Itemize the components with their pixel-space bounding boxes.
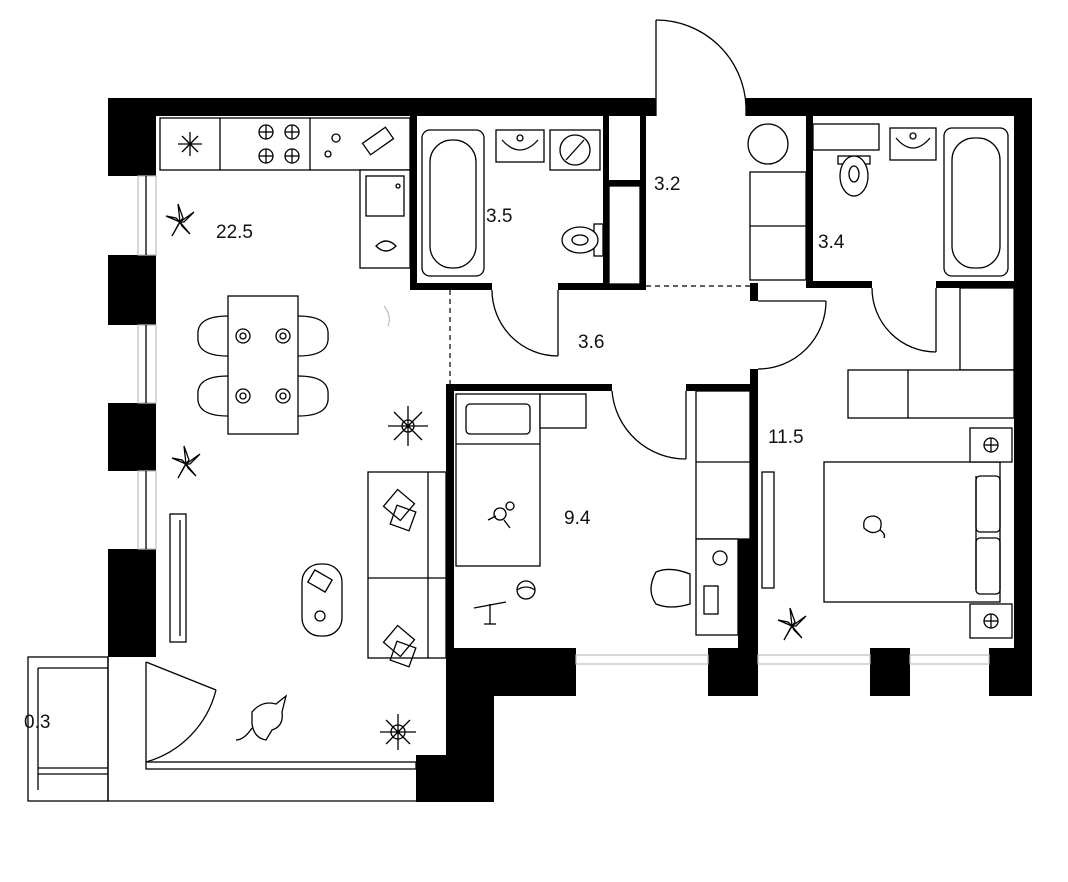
balcony: [27, 656, 416, 802]
wall-left-pillar-1: [108, 98, 156, 176]
plant-icon-3: [388, 406, 428, 446]
dishwasher-icon: [375, 240, 397, 252]
wall-corner-bottom: [416, 755, 494, 802]
chair-2: [197, 375, 229, 417]
toilet-right: [839, 155, 869, 197]
wardrobe-bedroom: [959, 287, 1015, 371]
wall-bath-right-bottom-a: [806, 281, 872, 288]
label-storage: 3.2: [654, 174, 680, 195]
bathroom-right: [747, 123, 1009, 281]
teddy-icon: [487, 501, 515, 529]
wall-bath-left-right: [640, 116, 646, 290]
child-bed: [455, 393, 541, 567]
wall-bath-right-left: [806, 116, 813, 288]
kitchen-items-icon: [324, 126, 395, 158]
sofa: [367, 471, 447, 659]
wall-bath-right-bottom-b: [936, 281, 1032, 288]
bathtub-left: [421, 129, 485, 277]
plant-icon-2: [171, 445, 201, 479]
tv-unit: [169, 513, 187, 643]
bathroom-sink-right: [889, 127, 937, 161]
children-room: [455, 390, 751, 636]
window-bottom-bedroom-1: [757, 654, 871, 665]
loggia-frame-bottom: [145, 761, 417, 770]
tv-bedroom: [761, 471, 775, 589]
wall-left-pillar-4: [108, 549, 156, 657]
living-area: [169, 471, 447, 668]
internal-doors: [449, 285, 937, 460]
plant-icons: [165, 203, 807, 750]
chair-1: [197, 315, 229, 357]
window-bottom-bedroom-2: [909, 654, 990, 665]
dog-icon: [235, 694, 288, 741]
wall-children-bedroom-step: [738, 513, 758, 654]
wall-top-left: [108, 98, 656, 116]
room-labels: 22.5 3.5 3.2 3.4 3.6 11.5 9.4 0.3: [24, 174, 845, 733]
dining-table: [197, 295, 329, 435]
label-bathroom-right: 3.4: [818, 232, 845, 253]
window-left-2: [137, 324, 157, 404]
wall-right: [1014, 98, 1032, 654]
wall-bath-left-bottom-a: [410, 283, 492, 290]
label-hallway: 3.6: [578, 332, 604, 353]
window-bottom-children: [575, 654, 709, 665]
shelf-right-bath: [812, 123, 880, 151]
label-children-room: 9.4: [564, 508, 591, 529]
chair-4: [297, 375, 329, 417]
bedroom: [761, 287, 1015, 639]
cushion-1: [382, 488, 416, 522]
chair-3: [297, 315, 329, 357]
coffee-table: [301, 563, 343, 637]
wall-bath-left-left: [410, 116, 417, 290]
plant-icon-4: [380, 714, 416, 750]
ball-icon: [516, 580, 536, 600]
label-bathroom-left: 3.5: [486, 206, 512, 227]
wall-hall-right-stub: [750, 283, 758, 301]
toilet-left: [561, 226, 599, 254]
wall-living-children: [446, 384, 454, 654]
dresser-bedroom: [847, 369, 1015, 419]
bathtub-right: [943, 127, 1009, 277]
fridge-snowflake-icon: [178, 132, 202, 156]
boiler: [747, 123, 789, 165]
walls: [108, 98, 1032, 802]
wall-bath-left-bottom-b: [558, 283, 644, 290]
wall-bottom-pillar-right: [989, 648, 1032, 696]
kitchen: [159, 117, 411, 269]
shelf-children: [539, 393, 587, 429]
wall-top-right: [746, 98, 1032, 116]
desk-children: [695, 538, 739, 636]
wall-children-top-left: [446, 384, 612, 391]
desk-chair: [650, 568, 691, 608]
wall-bottom-pillar-mid-right: [870, 648, 910, 696]
window-left-3: [137, 470, 157, 550]
window-left-1: [137, 175, 157, 256]
windows: [137, 175, 990, 770]
stove-burners-icon: [258, 124, 300, 164]
wall-bottom-pillar-mid: [708, 648, 758, 696]
wall-left-pillar-2: [108, 255, 156, 325]
label-balcony: 0.3: [24, 712, 50, 733]
wall-left-pillar-3: [108, 403, 156, 471]
wardrobe-children: [695, 390, 751, 540]
wall-bedroom-stub: [750, 369, 758, 391]
storage-cabinet: [608, 185, 641, 285]
wall-storage-left: [603, 116, 609, 290]
plant-icon-1: [165, 203, 195, 237]
entrance-door: [655, 19, 747, 116]
toy-plane-icon: [473, 601, 507, 625]
double-bed: [823, 461, 1001, 603]
label-kitchen-living: 22.5: [216, 222, 253, 243]
wall-storage-shelf: [603, 180, 645, 186]
wall-children-top-right: [686, 384, 758, 391]
label-bedroom: 11.5: [768, 427, 804, 448]
table-top: [227, 295, 299, 435]
sink-icon: [365, 175, 405, 217]
bathroom-left: [421, 129, 604, 277]
plant-icon-5: [777, 607, 807, 641]
cushion-2: [382, 624, 416, 658]
kitchen-counter-side: [359, 169, 411, 269]
cat-icon: [863, 515, 886, 539]
